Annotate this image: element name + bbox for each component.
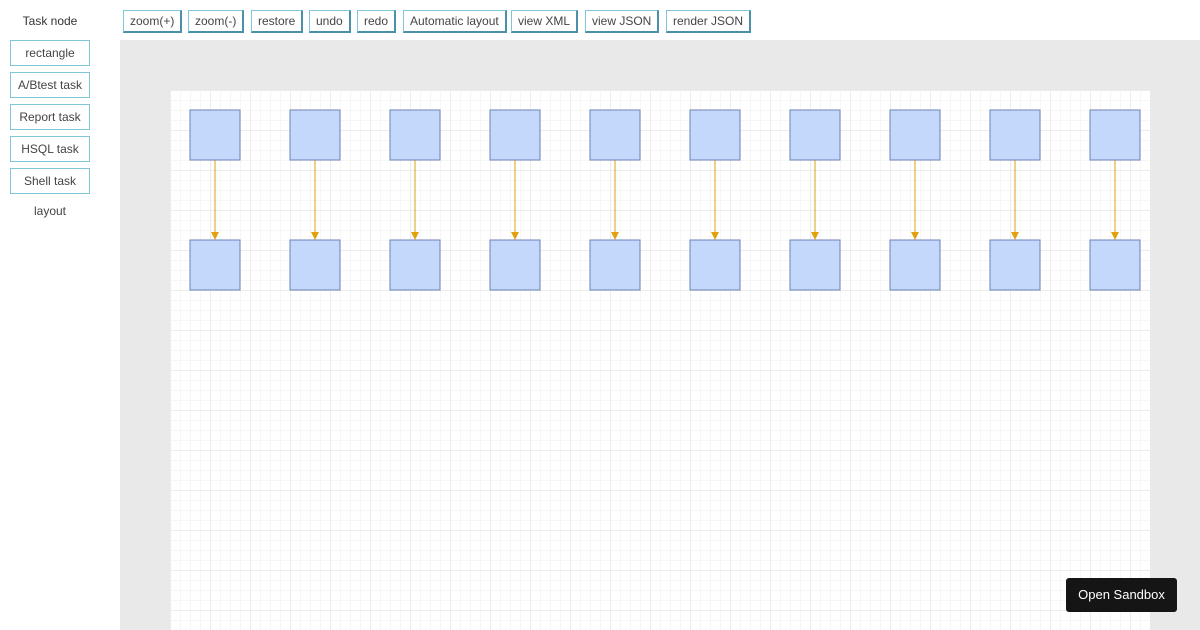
graph-paper[interactable] — [170, 90, 1150, 630]
graph-node-bottom[interactable] — [189, 239, 241, 291]
palette-layout-label: layout — [33, 204, 67, 218]
graph-node-top[interactable] — [189, 109, 241, 161]
graph-node-bottom[interactable] — [989, 239, 1041, 291]
graph-edge-arrowhead[interactable] — [311, 232, 319, 240]
graph-edge-arrowhead[interactable] — [711, 232, 719, 240]
graph-edge-arrowhead[interactable] — [811, 232, 819, 240]
automatic-layout-button[interactable]: Automatic layout — [403, 10, 507, 33]
graph-node-top[interactable] — [889, 109, 941, 161]
open-sandbox-button[interactable]: Open Sandbox — [1066, 578, 1177, 612]
graph-node-top[interactable] — [489, 109, 541, 161]
zoom-out-button[interactable]: zoom(-) — [188, 10, 245, 33]
graph-edge-arrowhead[interactable] — [911, 232, 919, 240]
palette-item-rectangle[interactable]: rectangle — [10, 40, 90, 66]
graph-node-top[interactable] — [589, 109, 641, 161]
graph-node-bottom[interactable] — [789, 239, 841, 291]
view-json-button[interactable]: view JSON — [585, 10, 660, 33]
graph-canvas-container[interactable] — [120, 40, 1200, 630]
undo-button[interactable]: undo — [309, 10, 351, 33]
graph-node-bottom[interactable] — [289, 239, 341, 291]
graph-node-top[interactable] — [289, 109, 341, 161]
redo-button[interactable]: redo — [357, 10, 397, 33]
graph-node-bottom[interactable] — [489, 239, 541, 291]
palette-item-abtest-task[interactable]: A/Btest task — [10, 72, 90, 98]
palette-item-report-task[interactable]: Report task — [10, 104, 90, 130]
render-json-button[interactable]: render JSON — [666, 10, 752, 33]
graph-edge-arrowhead[interactable] — [1011, 232, 1019, 240]
graph-node-bottom[interactable] — [1089, 239, 1141, 291]
graph-node-top[interactable] — [389, 109, 441, 161]
graph-node-top[interactable] — [1089, 109, 1141, 161]
graph-edge-arrowhead[interactable] — [611, 232, 619, 240]
graph-edge-arrowhead[interactable] — [1111, 232, 1119, 240]
palette-item-hsql-task[interactable]: HSQL task — [10, 136, 90, 162]
palette-item-shell-task[interactable]: Shell task — [10, 168, 90, 194]
graph-node-bottom[interactable] — [689, 239, 741, 291]
graph-edge-arrowhead[interactable] — [511, 232, 519, 240]
graph-svg[interactable] — [170, 90, 1150, 630]
task-palette: Task node rectangle A/Btest task Report … — [0, 0, 100, 630]
palette-title: Task node — [22, 14, 78, 28]
zoom-in-button[interactable]: zoom(+) — [123, 10, 183, 33]
graph-node-top[interactable] — [989, 109, 1041, 161]
graph-node-top[interactable] — [689, 109, 741, 161]
graph-node-bottom[interactable] — [889, 239, 941, 291]
restore-button[interactable]: restore — [251, 10, 304, 33]
graph-node-top[interactable] — [789, 109, 841, 161]
graph-node-bottom[interactable] — [589, 239, 641, 291]
graph-node-bottom[interactable] — [389, 239, 441, 291]
view-xml-button[interactable]: view XML — [511, 10, 579, 33]
graph-edge-arrowhead[interactable] — [411, 232, 419, 240]
graph-edge-arrowhead[interactable] — [211, 232, 219, 240]
